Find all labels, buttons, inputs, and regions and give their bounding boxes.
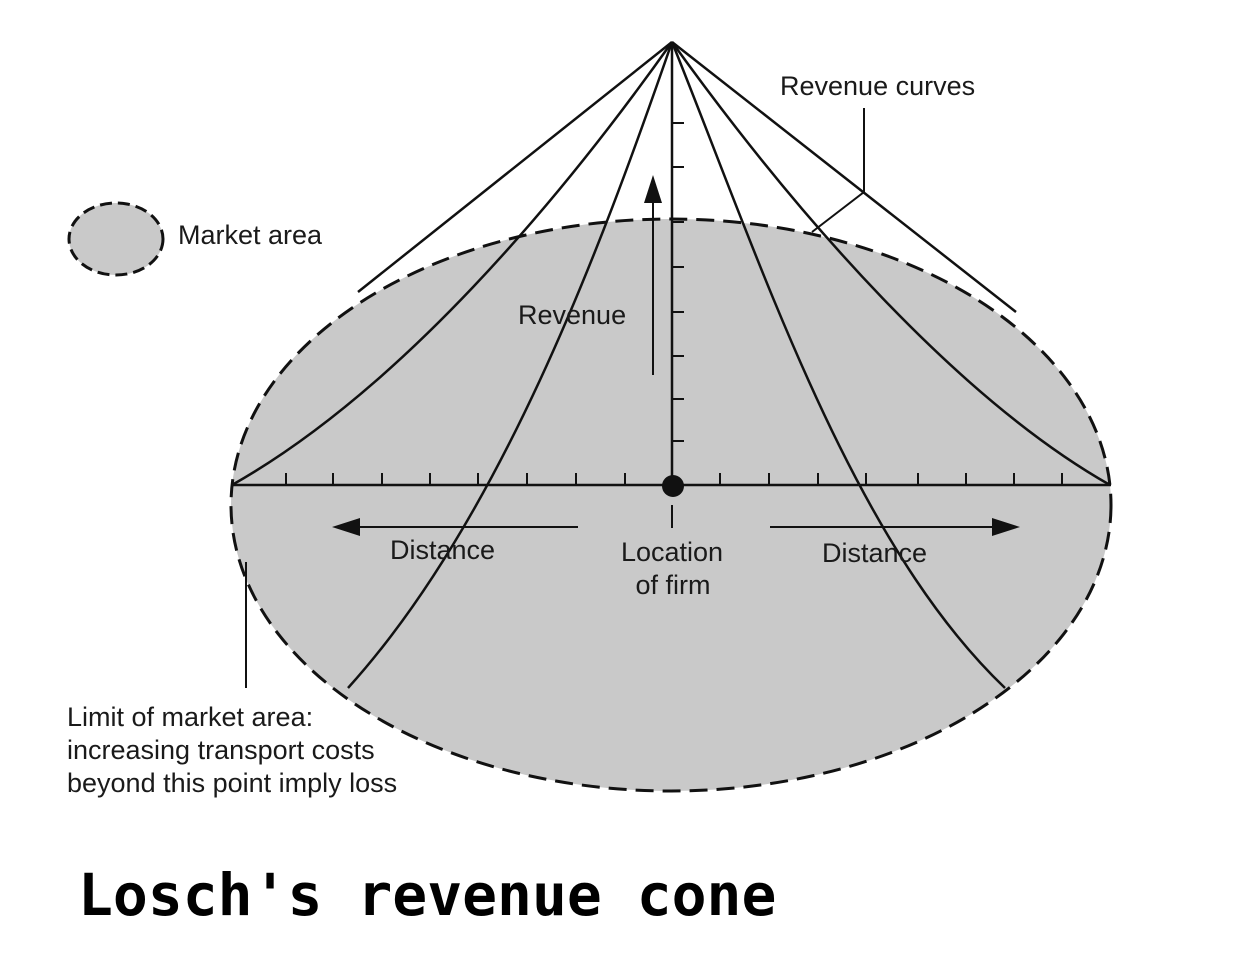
distance-arrow-left-head <box>332 518 360 536</box>
location-of-firm-label-line2: of firm <box>635 570 710 600</box>
revenue-curves-label: Revenue curves <box>780 71 975 101</box>
distance-arrow-right-head <box>992 518 1020 536</box>
limit-label-line2: increasing transport costs <box>67 735 375 765</box>
revenue-curve-outer-left <box>231 41 674 487</box>
firm-location-dot <box>662 475 684 497</box>
diagram-title: Losch's revenue cone <box>78 861 776 929</box>
legend-market-area-swatch <box>69 203 163 275</box>
distance-axis-ticks <box>285 473 1063 485</box>
distance-right-label: Distance <box>822 538 927 568</box>
limit-label-line3: beyond this point imply loss <box>67 768 397 798</box>
legend-market-area-swatch-outline <box>67 201 165 277</box>
revenue-curves-leader <box>811 108 865 233</box>
revenue-arrow-head <box>644 175 662 203</box>
cone-edge-right <box>671 41 1017 313</box>
revenue-axis-ticks <box>672 122 684 442</box>
revenue-curve-outer-right <box>670 41 1111 487</box>
limit-label-line1: Limit of market area: <box>67 702 313 732</box>
market-area-label: Market area <box>178 220 323 250</box>
revenue-label: Revenue <box>518 300 626 330</box>
cone-edge-left <box>357 41 673 293</box>
location-of-firm-label-line1: Location <box>621 537 723 567</box>
distance-left-label: Distance <box>390 535 495 565</box>
revenue-curve-inner-left <box>347 41 674 689</box>
revenue-curve-inner-right <box>670 41 1006 689</box>
